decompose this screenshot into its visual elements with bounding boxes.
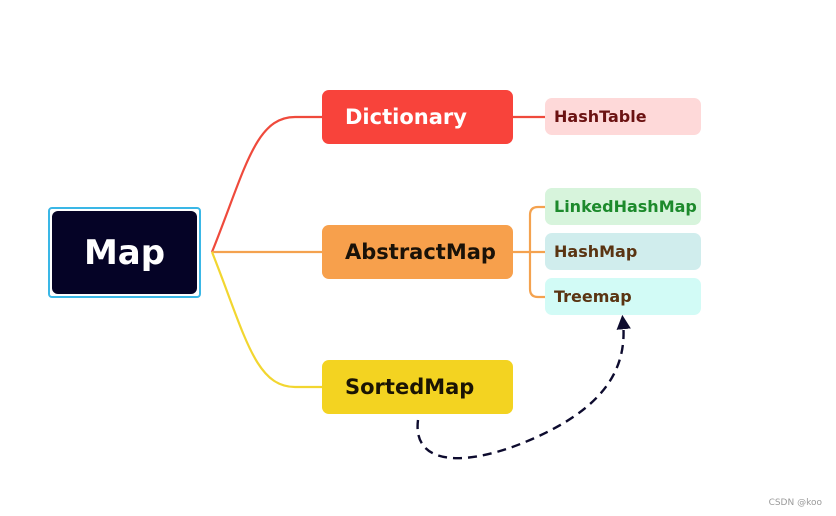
node-abstractmap-label: AbstractMap: [345, 240, 496, 264]
node-sortedmap-label: SortedMap: [345, 375, 475, 399]
relation-sortedmap-treemap: [416, 314, 631, 460]
node-sortedmap[interactable]: SortedMap: [322, 360, 513, 414]
edge-abstractmap-bracket: [513, 205, 545, 299]
node-linkedhashmap-label: LinkedHashMap: [554, 197, 697, 216]
node-hashmap-label: HashMap: [554, 242, 638, 261]
edge-root-dictionary: [210, 115, 322, 253]
watermark: CSDN @koo: [768, 498, 822, 508]
node-linkedhashmap[interactable]: LinkedHashMap: [545, 188, 701, 225]
root-node-map[interactable]: Map: [48, 207, 201, 298]
root-node-label: Map: [52, 211, 197, 294]
node-hashtable-label: HashTable: [554, 107, 647, 126]
node-treemap-label: Treemap: [554, 287, 632, 306]
node-dictionary[interactable]: Dictionary: [322, 90, 513, 144]
node-abstractmap[interactable]: AbstractMap: [322, 225, 513, 279]
edge-root-sortedmap: [210, 251, 322, 389]
node-hashtable[interactable]: HashTable: [545, 98, 701, 135]
node-dictionary-label: Dictionary: [345, 105, 467, 129]
node-treemap[interactable]: Treemap: [545, 278, 701, 315]
node-hashmap[interactable]: HashMap: [545, 233, 701, 270]
